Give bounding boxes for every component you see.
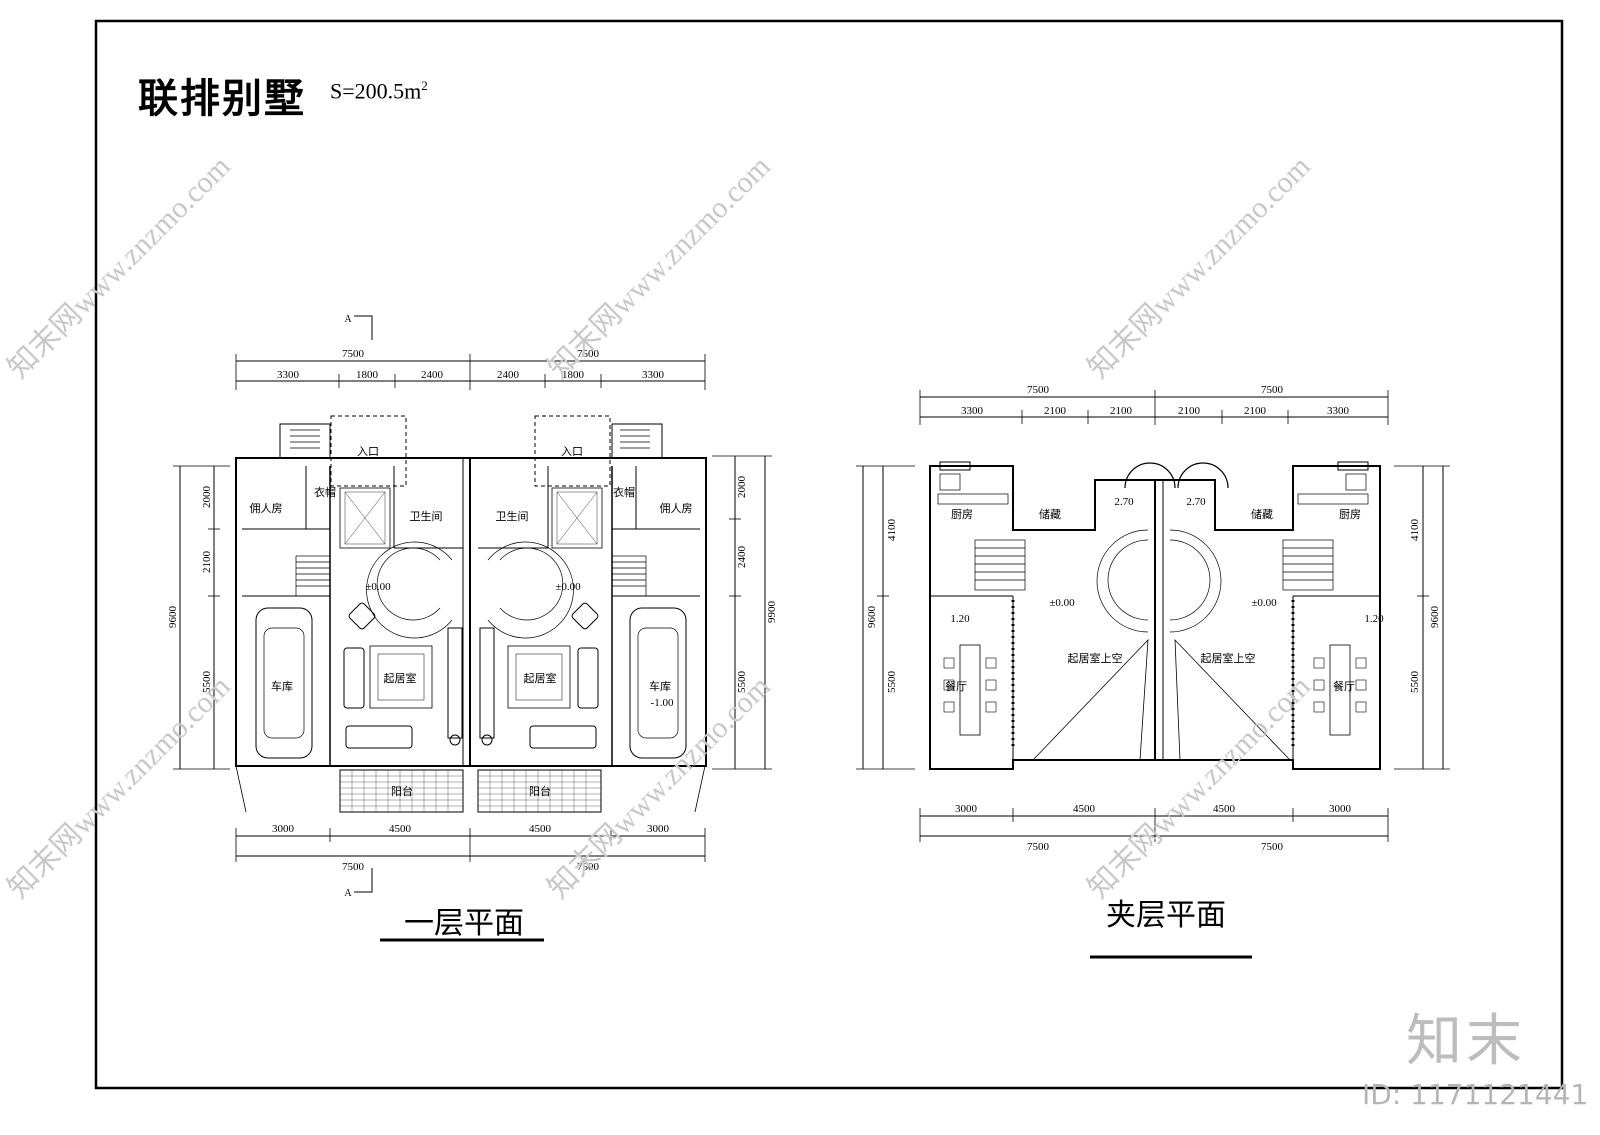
dim-bottom: 4500 xyxy=(1073,803,1096,815)
ground-floor-title: 一层平面 xyxy=(404,906,524,941)
dim-bottom: 3000 xyxy=(955,803,978,815)
dim-top-total: 7500 xyxy=(1027,384,1050,396)
level-mark: 2.70 xyxy=(1186,496,1206,508)
room-label: 起居室 xyxy=(524,671,557,685)
room-label: 餐厅 xyxy=(1333,679,1355,693)
watermark-text: 知末网www.znzmo.com xyxy=(1082,670,1317,905)
dim-top: 2100 xyxy=(1044,405,1067,417)
dim-bottom-total: 7500 xyxy=(1261,841,1284,853)
room-label: 佣人房 xyxy=(660,502,693,515)
level-mark: -1.00 xyxy=(651,697,674,709)
dim-left: 4100 xyxy=(886,519,898,542)
dim-top-total: 7500 xyxy=(1261,384,1284,396)
level-mark: 2.70 xyxy=(1114,496,1134,508)
dim-top: 2100 xyxy=(1244,405,1267,417)
room-label: 起居室上空 xyxy=(1201,651,1256,665)
level-mark: ±0.00 xyxy=(365,581,391,593)
watermark-text: 知末网www.znzmo.com xyxy=(542,150,777,385)
mezzanine-dimensions: 7500 7500 3300 2100 2100 2100 2100 3300 … xyxy=(866,384,1441,853)
drawing-title: 联排别墅 xyxy=(138,76,306,122)
dim-top: 1800 xyxy=(562,369,585,381)
dim-top: 3300 xyxy=(642,369,665,381)
mezzanine-title: 夹层平面 xyxy=(1106,898,1226,933)
room-label: 车库 xyxy=(649,679,671,693)
dim-top: 2400 xyxy=(497,369,520,381)
dim-top: 2100 xyxy=(1110,405,1133,417)
dim-top-total: 7500 xyxy=(577,348,600,360)
dim-top-total: 7500 xyxy=(342,348,365,360)
level-mark: 1.20 xyxy=(950,613,970,625)
area-superscript: 2 xyxy=(421,78,428,93)
dim-right: 2000 xyxy=(736,476,748,499)
watermark-logo: 知末 xyxy=(1406,1009,1526,1074)
level-mark: ±0.00 xyxy=(555,581,581,593)
dim-top: 3300 xyxy=(277,369,300,381)
dim-right: 5500 xyxy=(736,671,748,694)
section-mark: A xyxy=(344,314,352,325)
drawing-frame xyxy=(94,19,1564,1090)
dim-right: 4100 xyxy=(1409,519,1421,542)
mezzanine-rooms: 厨房 厨房 储藏 储藏 餐厅 餐厅 起居室上空 起居室上空 2.70 2.70 … xyxy=(945,496,1384,693)
dim-top: 3300 xyxy=(961,405,984,417)
dim-bottom: 3000 xyxy=(1329,803,1352,815)
dim-bottom-total: 7500 xyxy=(577,861,600,873)
dim-left: 2000 xyxy=(201,486,213,509)
ground-floor-rooms: 入口 入口 衣帽 衣帽 佣人房 佣人房 卫生间 卫生间 起居室 起居室 车库 车… xyxy=(250,446,693,798)
section-mark: A xyxy=(344,888,352,899)
room-label: 厨房 xyxy=(951,508,973,521)
dim-left: 5500 xyxy=(886,671,898,694)
dim-top: 2400 xyxy=(421,369,444,381)
room-label: 阳台 xyxy=(391,784,413,798)
ground-floor-dimensions: 7500 7500 3300 1800 2400 2400 1800 3300 … xyxy=(167,314,778,899)
watermark-text: 知末网www.znzmo.com xyxy=(2,670,237,905)
level-mark: 1.20 xyxy=(1364,613,1384,625)
dim-bottom-total: 7500 xyxy=(1027,841,1050,853)
dim-right: 2400 xyxy=(736,546,748,569)
watermark-text: 知末网www.znzmo.com xyxy=(2,150,237,385)
room-label: 卫生间 xyxy=(496,509,529,523)
room-label: 入口 xyxy=(561,446,583,458)
watermark-diagonals: 知末网www.znzmo.com 知末网www.znzmo.com 知末网www… xyxy=(2,150,1317,905)
dim-left-total: 9600 xyxy=(167,606,179,629)
room-label: 厨房 xyxy=(1339,508,1361,521)
dim-top: 2100 xyxy=(1178,405,1201,417)
room-label: 入口 xyxy=(357,446,379,458)
dim-bottom: 4500 xyxy=(1213,803,1236,815)
watermark-text: 知末网www.znzmo.com xyxy=(1082,150,1317,385)
area-label: S=200.5m2 xyxy=(330,78,428,104)
dim-bottom: 4500 xyxy=(389,823,412,835)
room-label: 餐厅 xyxy=(945,679,967,693)
dim-right-total: 9600 xyxy=(1429,606,1441,629)
room-label: 卫生间 xyxy=(410,509,443,523)
dim-top: 1800 xyxy=(356,369,379,381)
room-label: 储藏 xyxy=(1251,507,1273,521)
room-label: 佣人房 xyxy=(250,502,283,515)
dim-left-total: 9600 xyxy=(866,606,878,629)
dim-bottom-total: 7500 xyxy=(342,861,365,873)
room-label: 车库 xyxy=(271,679,293,693)
dim-bottom: 3000 xyxy=(272,823,295,835)
room-label: 阳台 xyxy=(529,784,551,798)
watermark-id: ID: 1171121441 xyxy=(1362,1078,1589,1111)
room-label: 储藏 xyxy=(1039,507,1061,521)
room-label: 起居室 xyxy=(384,671,417,685)
dim-bottom: 3000 xyxy=(647,823,670,835)
level-mark: ±0.00 xyxy=(1251,597,1277,609)
dim-bottom: 4500 xyxy=(529,823,552,835)
dim-right-total: 9900 xyxy=(766,601,778,624)
level-mark: ±0.00 xyxy=(1049,597,1075,609)
room-label: 衣帽 xyxy=(613,485,635,499)
area-value: S=200.5m xyxy=(330,78,422,104)
room-label: 起居室上空 xyxy=(1068,651,1123,665)
dim-top: 3300 xyxy=(1327,405,1350,417)
dim-left: 2100 xyxy=(201,551,213,574)
dim-left: 5500 xyxy=(201,671,213,694)
room-label: 衣帽 xyxy=(314,485,336,499)
ground-floor-plan xyxy=(173,315,772,942)
dim-right: 5500 xyxy=(1409,671,1421,694)
mezzanine-plan xyxy=(856,390,1450,959)
